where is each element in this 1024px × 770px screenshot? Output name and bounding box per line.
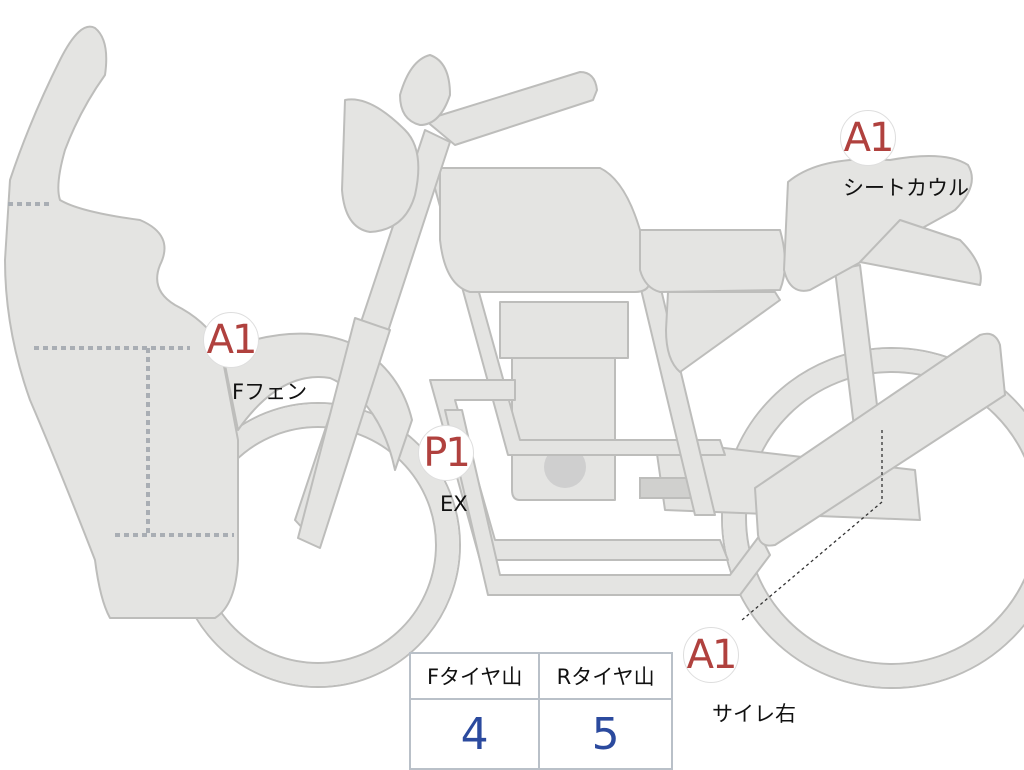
seat-part [639, 229, 786, 293]
seat-cowl-code-badge: A1 [840, 110, 896, 166]
silencer-code-badge: A1 [683, 627, 739, 683]
rear-tire-header: Rタイヤ山 [538, 652, 673, 700]
front-tire-value: 4 [408, 698, 541, 770]
exhaust-pipe-part [429, 379, 729, 561]
headlight-part [341, 98, 420, 233]
fairing-part [4, 25, 239, 619]
table-header-row: Fタイヤ山 Rタイヤ山 [408, 652, 673, 700]
front-tire-header: Fタイヤ山 [408, 652, 541, 700]
fuel-tank-part [439, 167, 651, 293]
engine-cover-part [544, 446, 586, 488]
seat-cowl-caption: シートカウル [843, 176, 969, 200]
side-cover-part [665, 291, 781, 373]
engine-head-part [499, 301, 629, 359]
fork-lower-part [297, 317, 391, 549]
silencer-caption: サイレ右 [712, 702, 796, 726]
silencer-part [754, 332, 1006, 547]
engine-block-part [511, 357, 616, 501]
handlebar-part [424, 71, 598, 146]
mirror-part [399, 54, 451, 126]
front-fender-caption: Fフェン [232, 380, 308, 404]
seat-cowl-part [783, 155, 973, 292]
silencer-leader-line [741, 430, 883, 621]
rear-tire-value: 5 [538, 698, 673, 770]
tail-part [859, 219, 982, 286]
table-value-row: 4 5 [408, 698, 673, 770]
rear-wheel [721, 347, 1024, 689]
tire-tread-table: Fタイヤ山 Rタイヤ山 4 5 [408, 652, 673, 770]
exhaust-code-badge: P1 [418, 425, 474, 481]
exhaust-caption: EX [440, 492, 468, 516]
front-fender-code-badge: A1 [203, 312, 259, 368]
